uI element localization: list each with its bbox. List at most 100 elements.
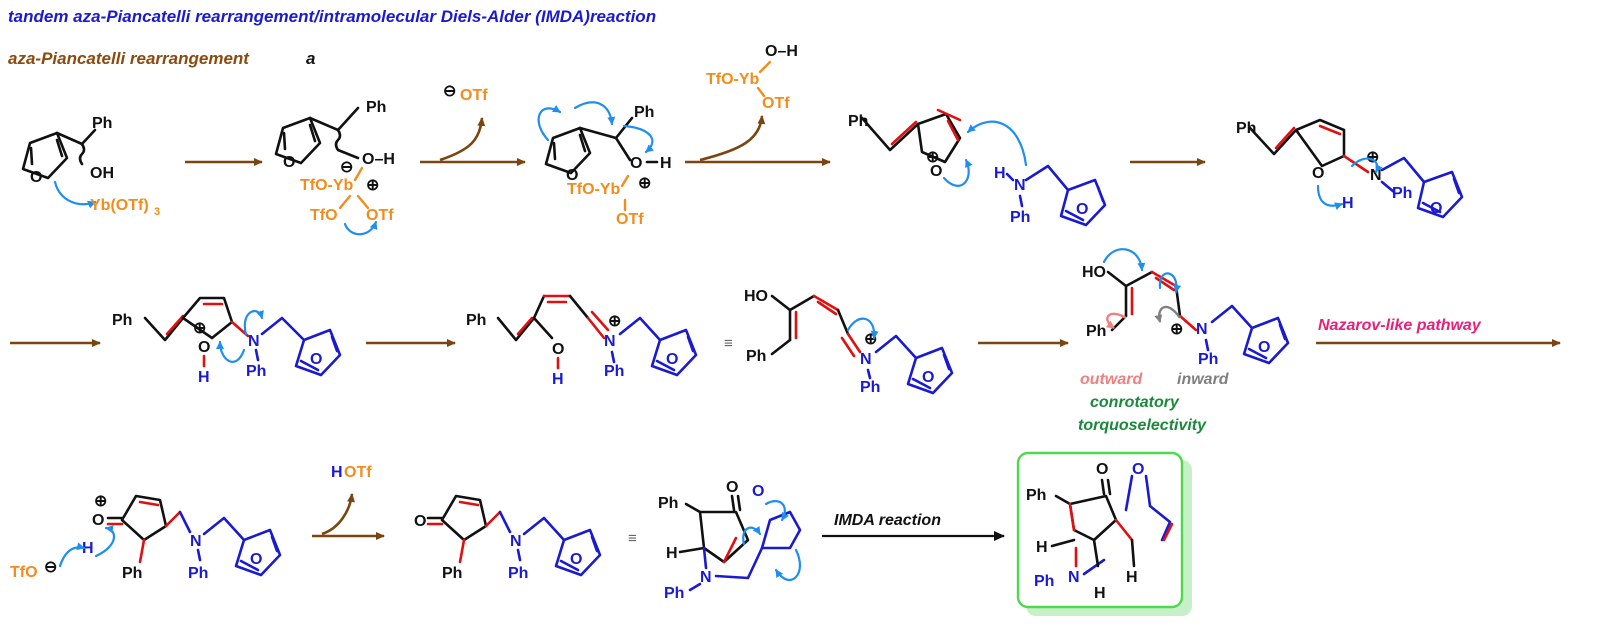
h-label: H [660,155,672,172]
furan-oxygen: O [666,351,678,368]
hotf-otf: OTf [344,464,372,481]
structure-product: O Ph H N Ph H O H [1026,461,1174,602]
leaving-otf: OTf [460,87,488,104]
structure-yb-complex: O Ph O–H ⊖ ⊕ TfO-Yb TfO OTf [274,99,395,236]
plus-charge: ⊕ [193,320,206,337]
phenyl-label: Ph [848,113,868,130]
otf-label: OTf [616,211,644,228]
otf-label: OTf [762,95,790,112]
phenyl-n-label: Ph [860,379,880,396]
equivalence-sign: ≡ [724,335,733,352]
h-label: H [666,545,678,562]
hotf-leaving-arrow [321,493,355,536]
phenyl-n-label: Ph [508,565,528,582]
otf-leaving-arrow [439,117,486,162]
h-label: H [1342,195,1354,212]
nitrogen-label: N [1068,569,1080,586]
structure-pentadienyl-cation: HO Ph N ⊕ Ph O [744,288,954,396]
h-label: H [552,371,564,388]
furan-oxygen: O [570,551,582,568]
nitrogen-label: N [604,333,616,350]
phenyl-label: Ph [112,312,132,329]
h-label: H [82,540,94,557]
ketone-oxygen: O [726,479,738,496]
oxygen-label: O [630,155,642,172]
nitrogen-label: N [1196,321,1208,338]
torquoselectivity-label: torquoselectivity [1078,417,1207,434]
yb-leaving-arrow [699,115,766,162]
structure-nazarov-cyclization: HO Ph ⊕ N Ph O [1082,248,1290,368]
catalyst-label: Yb(OTf) [90,197,149,214]
nitrogen-label: N [248,333,260,350]
structure-protonated-enone: TfO ⊖ H O ⊕ Ph N Ph O [10,493,282,582]
inward-label: inward [1177,371,1230,388]
equivalence-sign: ≡ [628,530,637,547]
oh-label: O–H [765,43,798,60]
h-label: H [198,369,210,386]
phenyl-n-label: Ph [604,363,624,380]
tfo-label: TfO [10,564,38,581]
structure-iminium: Ph O H N ⊕ Ph O [466,294,698,388]
nitrogen-label: N [510,533,522,550]
plus-charge: ⊕ [864,331,877,348]
nazarov-pathway-label: Nazarov-like pathway [1318,317,1482,334]
scheme-title: tandem aza-Piancatelli rearrangement/int… [8,7,656,26]
minus-charge: ⊖ [340,159,353,176]
ring-oxygen: O [930,163,942,180]
furan-oxygen: O [310,351,322,368]
nitrogen-label: N [1014,177,1026,194]
phenyl-label: Ph [1010,209,1030,226]
tfo-yb-label: TfO-Yb [300,177,354,194]
oxygen-h-label: O–H [362,151,395,168]
catalyst-subscript: 3 [154,206,160,218]
phenyl-label: Ph [1026,487,1046,504]
hydroxyl-label: HO [744,288,768,305]
structure-protonated-aminal: Ph ⊕ O H N Ph O [112,296,342,386]
phenyl-label: Ph [634,104,654,121]
structure-activated-complex: O Ph O H ⊕ TfO-Yb OTf [537,101,672,228]
structure-furyl-carbinol: O Ph OH Yb(OTf) 3 [21,115,160,218]
phenyl-label: Ph [1086,323,1106,340]
furan-oxygen: O [1076,201,1088,218]
plus-charge: ⊕ [608,313,621,330]
phenyl-label: Ph [466,312,486,329]
nitrogen-label: N [1370,167,1382,184]
product-box [1016,451,1184,609]
plus-charge: ⊕ [926,149,939,166]
oxygen-label: O [414,513,426,530]
nitrogen-label: N [700,569,712,586]
furan-oxygen: O [1430,200,1442,217]
furan-oxygen: O [1258,339,1270,356]
ring-oxygen: O [1312,165,1324,182]
ring-oxygen: O [30,169,42,186]
h-label-right: H [1126,569,1138,586]
tfo-yb-label: TfO-Yb [706,71,760,88]
phenyl-label: Ph [442,565,462,582]
phenyl-n-label: Ph [1198,351,1218,368]
ring-oxygen: O [198,339,210,356]
hotf-h: H [331,464,343,481]
hydroxyl-label: OH [90,165,114,182]
conrotatory-label: conrotatory [1090,394,1180,411]
structure-aminocyclopentenone: O Ph N Ph O [414,494,602,582]
outward-label: outward [1080,371,1143,388]
furan-oxygen: O [250,551,262,568]
otf-label: OTf [366,207,394,224]
section-subtitle: aza-Piancatelli rearrangement [8,49,250,68]
phenyl-label: Ph [366,99,386,116]
plus-charge: ⊕ [638,175,651,192]
phenyl-n-label: Ph [188,565,208,582]
tfo-yb-label: TfO-Yb [567,181,621,198]
minus-charge: ⊖ [44,559,57,576]
plus-charge: ⊕ [94,493,107,510]
structure-oxocarbenium: Ph ⊕ O [848,108,1028,187]
plus-charge: ⊕ [1170,321,1183,338]
section-footnote-mark: a [306,49,315,68]
plus-charge: ⊕ [366,177,379,194]
phenyl-label: Ph [92,115,112,132]
phenyl-n-label: Ph [664,585,684,602]
structure-imda-precursor: O Ph H N Ph O [658,479,802,602]
h-label: H [1036,539,1048,556]
ring-oxygen: O [283,154,295,171]
